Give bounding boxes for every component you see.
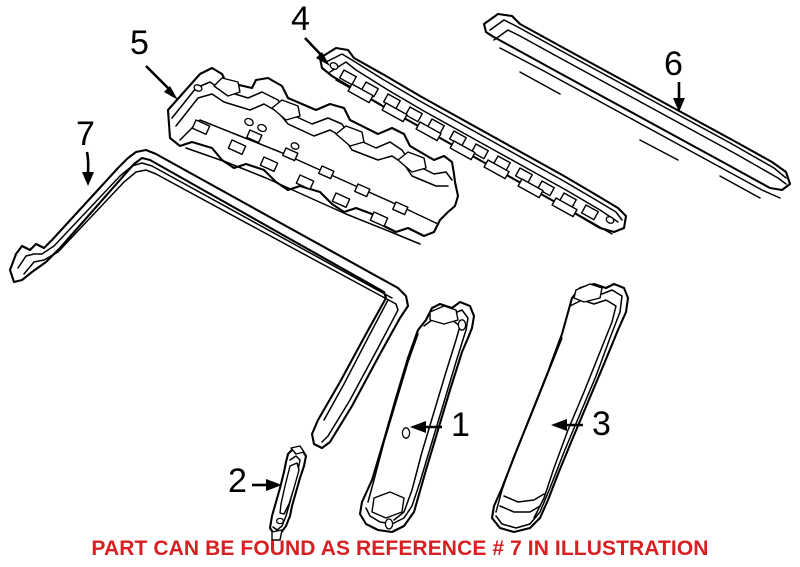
callout-number-2: 2	[228, 462, 247, 500]
callout-number-6: 6	[664, 45, 683, 83]
callout-number-7: 7	[76, 115, 95, 153]
part-roof-side-frame-rail	[8, 148, 410, 450]
callout-leader-5	[145, 65, 178, 100]
part-center-pillar-reinforcement	[358, 300, 476, 534]
callout-number-1: 1	[451, 406, 470, 444]
callout-leader-6	[673, 82, 685, 112]
part-perforated-roof-bow	[318, 46, 628, 235]
callout-leader-7	[82, 151, 94, 186]
callout-number-5: 5	[130, 24, 149, 62]
reference-note: PART CAN BE FOUND AS REFERENCE # 7 IN IL…	[91, 537, 709, 560]
part-front-pillar-outer-panel	[490, 282, 630, 534]
callout-leader-3	[551, 419, 583, 431]
callout-leader-2	[252, 479, 282, 491]
callout-leader-1	[410, 421, 442, 433]
callout-leader-4	[304, 37, 330, 66]
part-small-bracket	[268, 445, 308, 541]
part-plain-roof-rail	[482, 12, 792, 199]
callout-number-3: 3	[592, 405, 611, 443]
part-formed-roof-bow	[166, 66, 460, 245]
callout-number-4: 4	[291, 0, 310, 38]
